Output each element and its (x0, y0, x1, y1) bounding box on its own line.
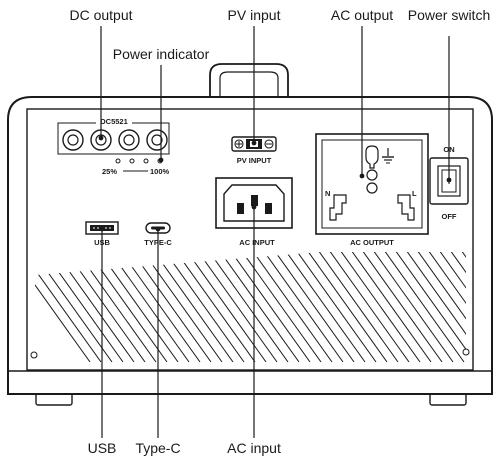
ac-input-label: AC INPUT (239, 238, 275, 247)
vent-slat (328, 252, 410, 362)
led-2 (129, 158, 135, 164)
dc-port-4 (146, 129, 168, 151)
vent-slat (152, 252, 234, 362)
dc5521-label: DC5521 (100, 117, 128, 126)
ground-symbol-icon (382, 148, 394, 164)
vent-slat (196, 252, 278, 362)
vent-slat (163, 252, 245, 362)
dc-port-1 (62, 129, 84, 151)
screw-left (30, 351, 38, 359)
vent-slat (383, 252, 465, 362)
dc-port-3 (118, 129, 140, 151)
callout-power-indicator: Power indicator (113, 46, 210, 62)
vent-slat (438, 252, 466, 362)
callout-ac-input: AC input (227, 440, 281, 456)
vent-slat (306, 252, 388, 362)
vent-slat (218, 252, 300, 362)
indicator-max-label: 100% (150, 167, 170, 176)
switch-off-label: OFF (442, 212, 457, 221)
pv-input-label: PV INPUT (237, 156, 272, 165)
carry-handle (209, 63, 289, 97)
vent-slat (427, 252, 466, 362)
vent-slat (174, 252, 256, 362)
vent-slat (361, 252, 443, 362)
vent-slat (185, 252, 267, 362)
ac-output-label: AC OUTPUT (350, 238, 394, 247)
callout-power-switch: Power switch (408, 7, 490, 23)
vent-slat (449, 252, 466, 362)
indicator-min-label: 25% (102, 167, 117, 176)
vent-slat (416, 252, 466, 362)
vent-slat (317, 252, 399, 362)
vent-slat (405, 252, 466, 362)
dc-output-ports: DC5521 (57, 117, 170, 155)
vent-slat (141, 252, 223, 362)
socket-neutral-label: N (325, 189, 330, 198)
vent-slat (494, 250, 500, 362)
vent-slat (207, 252, 289, 362)
power-indicator-leds: 25% 100% (102, 158, 170, 176)
led-3 (143, 158, 149, 164)
vent-slat (394, 252, 466, 362)
vent-slat (251, 252, 333, 362)
callout-type-c: Type-C (135, 440, 180, 456)
vent-slat (273, 252, 355, 362)
vent-slat (119, 252, 201, 362)
callout-ac-output: AC output (331, 7, 393, 23)
vent-slat (35, 252, 102, 362)
vent-slat (108, 252, 190, 362)
vent-slat (262, 252, 344, 362)
vent-slat (284, 252, 366, 362)
socket-live-label: L (412, 189, 417, 198)
ac-input-socket: AC INPUT (215, 177, 293, 247)
vent-slat (295, 252, 377, 362)
led-1 (115, 158, 121, 164)
vent-slat (130, 252, 212, 362)
vent-slat (35, 252, 91, 362)
vent-slat (339, 252, 421, 362)
vent-slat (350, 252, 432, 362)
screw-right (462, 348, 470, 356)
vent-slat (229, 252, 311, 362)
callout-pv-input: PV input (228, 7, 281, 23)
vent-slat (372, 252, 454, 362)
callout-lines (98, 26, 452, 438)
callout-usb: USB (88, 440, 117, 456)
ac-output-socket: N L AC OUTPUT (315, 133, 429, 247)
callout-dc-output: DC output (69, 7, 132, 23)
